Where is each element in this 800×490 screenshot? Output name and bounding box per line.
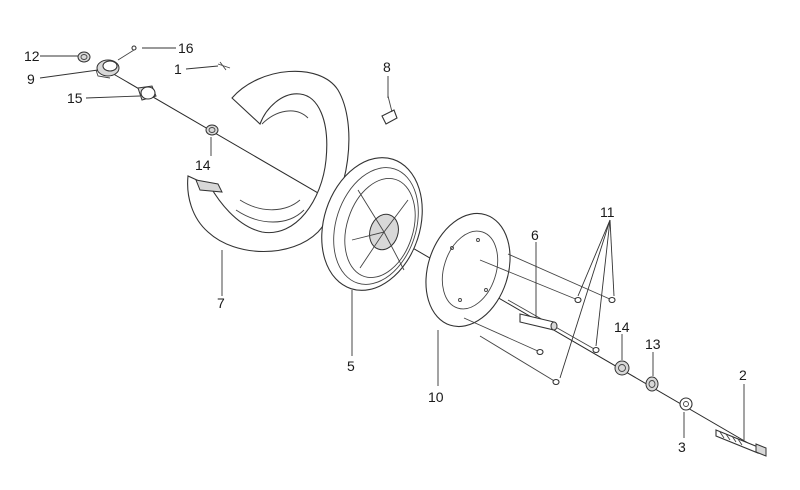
callout-16: 16 [178,40,194,56]
callout-12: 12 [24,48,40,64]
part-2-axle-bolt [715,429,767,457]
callout-6: 6 [531,227,539,243]
callout-10: 10 [428,389,444,405]
part-7-tire [187,70,350,253]
part-11-disc-bolts [463,253,616,386]
part-1-clip [217,61,231,71]
callout-9: 9 [27,71,35,87]
part-5-rim [321,157,423,291]
part-13-collar [645,376,659,392]
part-15-spacer [137,85,157,101]
callout-2: 2 [739,367,747,383]
part-14-right-bearing [614,360,630,376]
callout-14-left: 14 [195,157,211,173]
callout-5: 5 [347,358,355,374]
part-10-brake-disc [425,212,511,328]
callout-3: 3 [678,439,686,455]
callout-13: 13 [645,336,661,352]
leader-lines [39,47,745,440]
callout-14-right: 14 [614,319,630,335]
part-12-nut [77,51,91,63]
callout-8: 8 [383,59,391,75]
part-3-washer [679,397,693,411]
part-14-left-bearing [205,124,219,136]
part-8-valve [381,95,398,125]
part-9-gear-housing [95,59,120,79]
part-16-pin [117,45,137,61]
callout-1: 1 [174,61,182,77]
part-6-sleeve [519,313,558,331]
callout-11: 11 [600,204,615,220]
callout-7: 7 [217,295,225,311]
callout-15: 15 [67,90,83,106]
